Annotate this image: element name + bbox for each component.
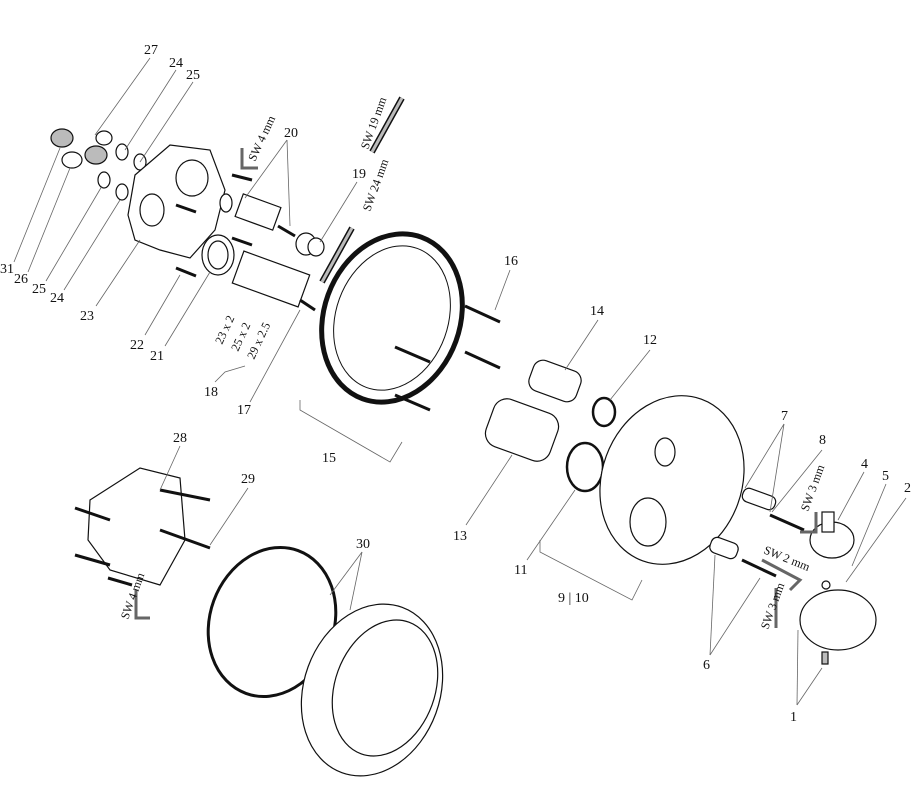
label-9-10: 9 | 10 [558, 591, 589, 606]
label-4: 4 [861, 457, 868, 472]
grub-screw-1 [821, 651, 829, 665]
label-13: 13 [453, 529, 467, 544]
annotation-sw2: SW 2 mm [762, 543, 813, 574]
escutcheon-ring-30 [300, 603, 444, 777]
label-7: 7 [781, 409, 788, 424]
label-31: 31 [0, 262, 14, 277]
extension-14 [528, 359, 582, 403]
ring-21 [201, 234, 235, 276]
o-rings-24-25 [97, 143, 147, 201]
diverter-cartridge-20 [219, 193, 296, 238]
label-20: 20 [284, 126, 298, 141]
allen-key-sw4-top [240, 148, 258, 170]
label-14: 14 [590, 304, 604, 319]
allen-keys-right [761, 512, 818, 628]
nut-19 [295, 232, 325, 257]
screws-16 [394, 304, 501, 412]
label-1: 1 [790, 710, 797, 725]
o-ring-11 [565, 441, 605, 493]
label-25-left: 25 [32, 282, 46, 297]
wrench-sw24 [319, 226, 355, 284]
handle-2 [799, 580, 877, 651]
label-11: 11 [514, 563, 527, 578]
label-19: 19 [352, 167, 366, 182]
label-23: 23 [80, 309, 94, 324]
label-24-top: 24 [169, 56, 183, 71]
extension-7 [741, 487, 805, 532]
cover-plate-9-10 [599, 395, 745, 565]
plaster-guard-15 [319, 231, 465, 405]
extension-13 [484, 398, 560, 462]
annotation-sw3-lower: SW 3 mm [758, 580, 788, 631]
wrench-sw19 [369, 96, 405, 154]
label-25-top: 25 [186, 68, 200, 83]
stop-6 [709, 536, 777, 578]
label-18: 18 [204, 385, 218, 400]
annotation-sw4-bottom: SW 4 mm [118, 570, 148, 621]
screws-22 [175, 173, 253, 278]
leader-lines [13, 57, 907, 706]
label-15: 15 [322, 451, 336, 466]
label-21: 21 [150, 349, 164, 364]
label-27: 27 [144, 43, 158, 58]
annotation-sw4-top: SW 4 mm [245, 113, 278, 163]
label-12: 12 [643, 333, 657, 348]
label-30: 30 [356, 537, 370, 552]
label-8: 8 [819, 433, 826, 448]
label-29: 29 [241, 472, 255, 487]
label-16: 16 [504, 254, 518, 269]
valve-body-23 [127, 144, 226, 259]
label-6: 6 [703, 658, 710, 673]
label-2: 2 [904, 481, 911, 496]
check-valves-31-26 [50, 128, 113, 169]
label-28: 28 [173, 431, 187, 446]
annotation-sw3-upper: SW 3 mm [798, 462, 828, 513]
knob-lever-4 [809, 511, 855, 559]
allen-key-sw4-bottom [134, 590, 150, 620]
label-24-left: 24 [50, 291, 64, 306]
label-26: 26 [14, 272, 28, 287]
thermostat-cartridge-17 [231, 250, 316, 312]
o-ring-12 [591, 396, 617, 428]
flushing-plug-28 [74, 467, 211, 587]
label-17: 17 [237, 403, 251, 418]
label-5: 5 [882, 469, 889, 484]
annotation-sw24: SW 24 mm [360, 156, 392, 213]
label-22: 22 [130, 338, 144, 353]
